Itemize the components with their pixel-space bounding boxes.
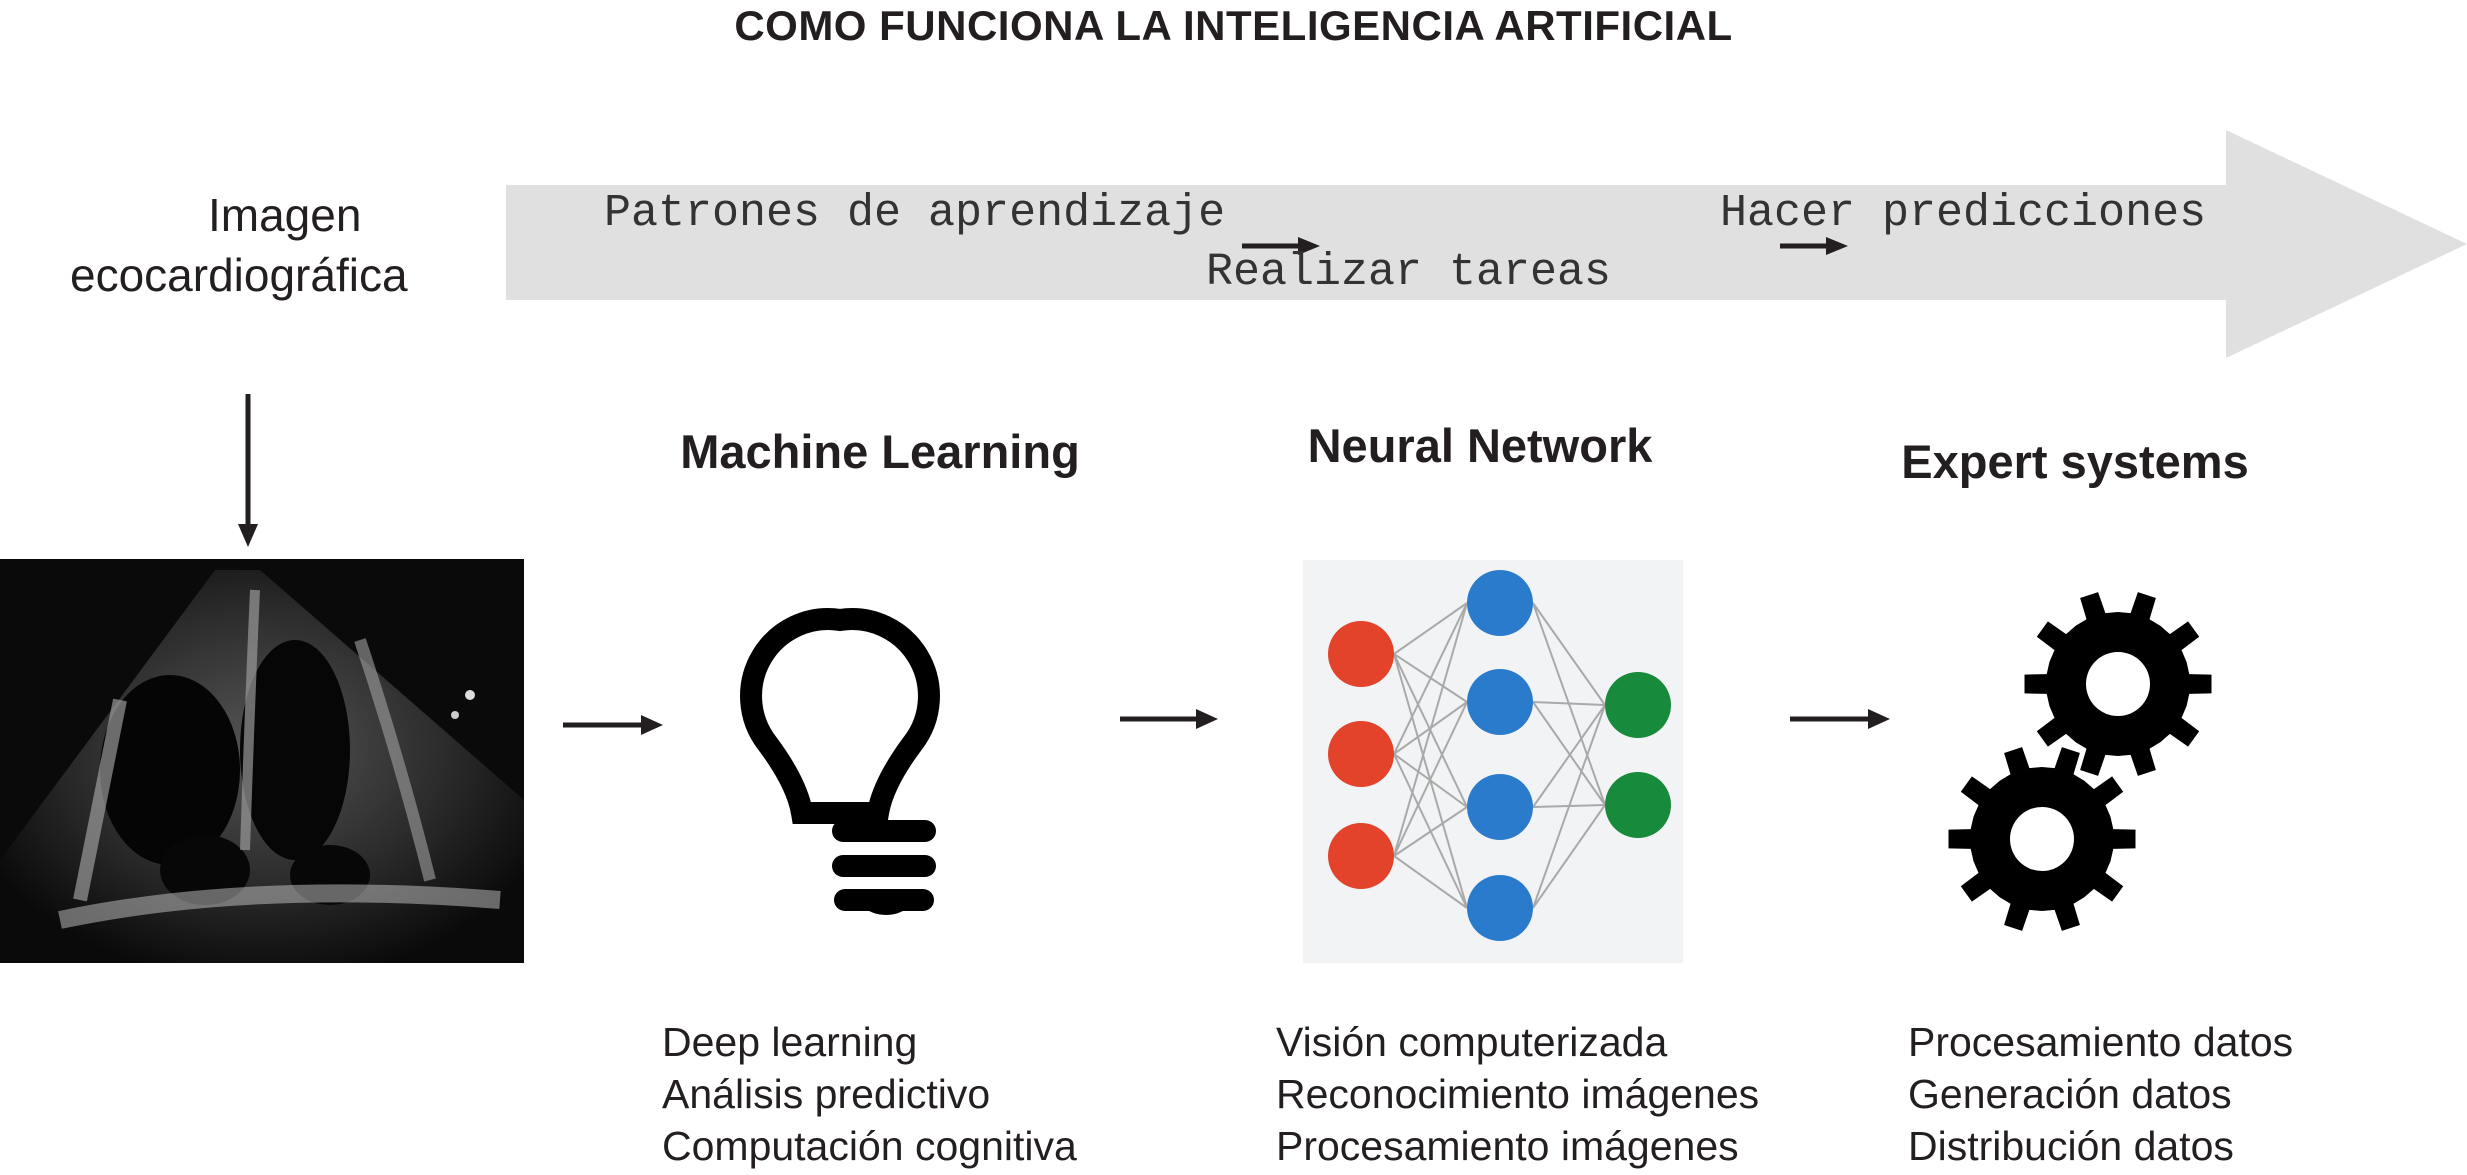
nn-edge (1393, 855, 1468, 909)
nn-output-node (1605, 772, 1671, 838)
process-step-3: Hacer predicciones (1720, 188, 2207, 239)
stage-title-expert-systems: Expert systems (1901, 435, 2249, 488)
process-step-arrow-1 (1242, 237, 1320, 255)
lightbulb-icon (740, 608, 940, 915)
nn-input-node (1328, 621, 1394, 687)
gear-hole (2010, 807, 2074, 871)
nn-hidden-node (1467, 570, 1533, 636)
echocardiogram-image (0, 559, 524, 963)
input-label-line1: Imagen (208, 189, 362, 241)
list-item: Computación cognitiva (662, 1123, 1077, 1169)
list-item: Generación datos (1908, 1071, 2232, 1117)
process-step-arrow-2 (1780, 237, 1848, 255)
list-item: Procesamiento imágenes (1276, 1123, 1739, 1169)
list-item: Visión computerizada (1276, 1019, 1668, 1065)
nn-edge (1532, 701, 1606, 706)
stage-list-neural-network: Visión computerizada Reconocimiento imág… (1276, 1016, 1759, 1172)
nn-hidden-node (1467, 875, 1533, 941)
input-label-line2: ecocardiográfica (70, 249, 408, 301)
stage-list-expert-systems: Procesamiento datos Generación datos Dis… (1908, 1016, 2293, 1172)
nn-edge (1532, 701, 1606, 806)
nn-edge (1532, 704, 1606, 909)
nn-input-node (1328, 721, 1394, 787)
down-arrow (238, 394, 258, 547)
nn-edge (1393, 701, 1468, 857)
list-item: Distribución datos (1908, 1123, 2234, 1169)
nn-hidden-node (1467, 774, 1533, 840)
nn-hidden-node (1467, 669, 1533, 735)
nn-edge (1532, 704, 1606, 808)
nn-edge (1532, 602, 1606, 706)
neural-network-icon (1303, 560, 1683, 963)
process-step-1: Patrones de aprendizaje (604, 188, 1226, 239)
stage-title-machine-learning: Machine Learning (680, 425, 1080, 478)
gears-icon (1948, 592, 2212, 931)
list-item: Deep learning (662, 1019, 918, 1065)
process-step-2: Realizar tareas (1206, 247, 1612, 298)
list-item: Procesamiento datos (1908, 1019, 2294, 1065)
flow-arrow-1 (563, 715, 663, 735)
nn-edge (1393, 602, 1468, 755)
gear-hole (2086, 652, 2150, 716)
page-title: COMO FUNCIONA LA INTELIGENCIA ARTIFICIAL (734, 2, 1733, 49)
nn-edge (1532, 804, 1606, 909)
input-label: Imagen ecocardiográfica (70, 185, 500, 305)
list-item: Reconocimiento imágenes (1276, 1071, 1760, 1117)
nn-input-node (1328, 823, 1394, 889)
stage-list-machine-learning: Deep learning Análisis predictivo Comput… (662, 1016, 1077, 1172)
process-arrow (506, 130, 2467, 358)
flow-arrow-3 (1790, 709, 1890, 729)
stage-title-neural-network: Neural Network (1307, 419, 1653, 472)
nn-output-node (1605, 672, 1671, 738)
nn-edge (1393, 602, 1468, 655)
nn-edge (1393, 602, 1468, 857)
list-item: Análisis predictivo (662, 1071, 991, 1117)
flow-arrow-2 (1120, 709, 1218, 729)
nn-edge (1393, 806, 1468, 857)
